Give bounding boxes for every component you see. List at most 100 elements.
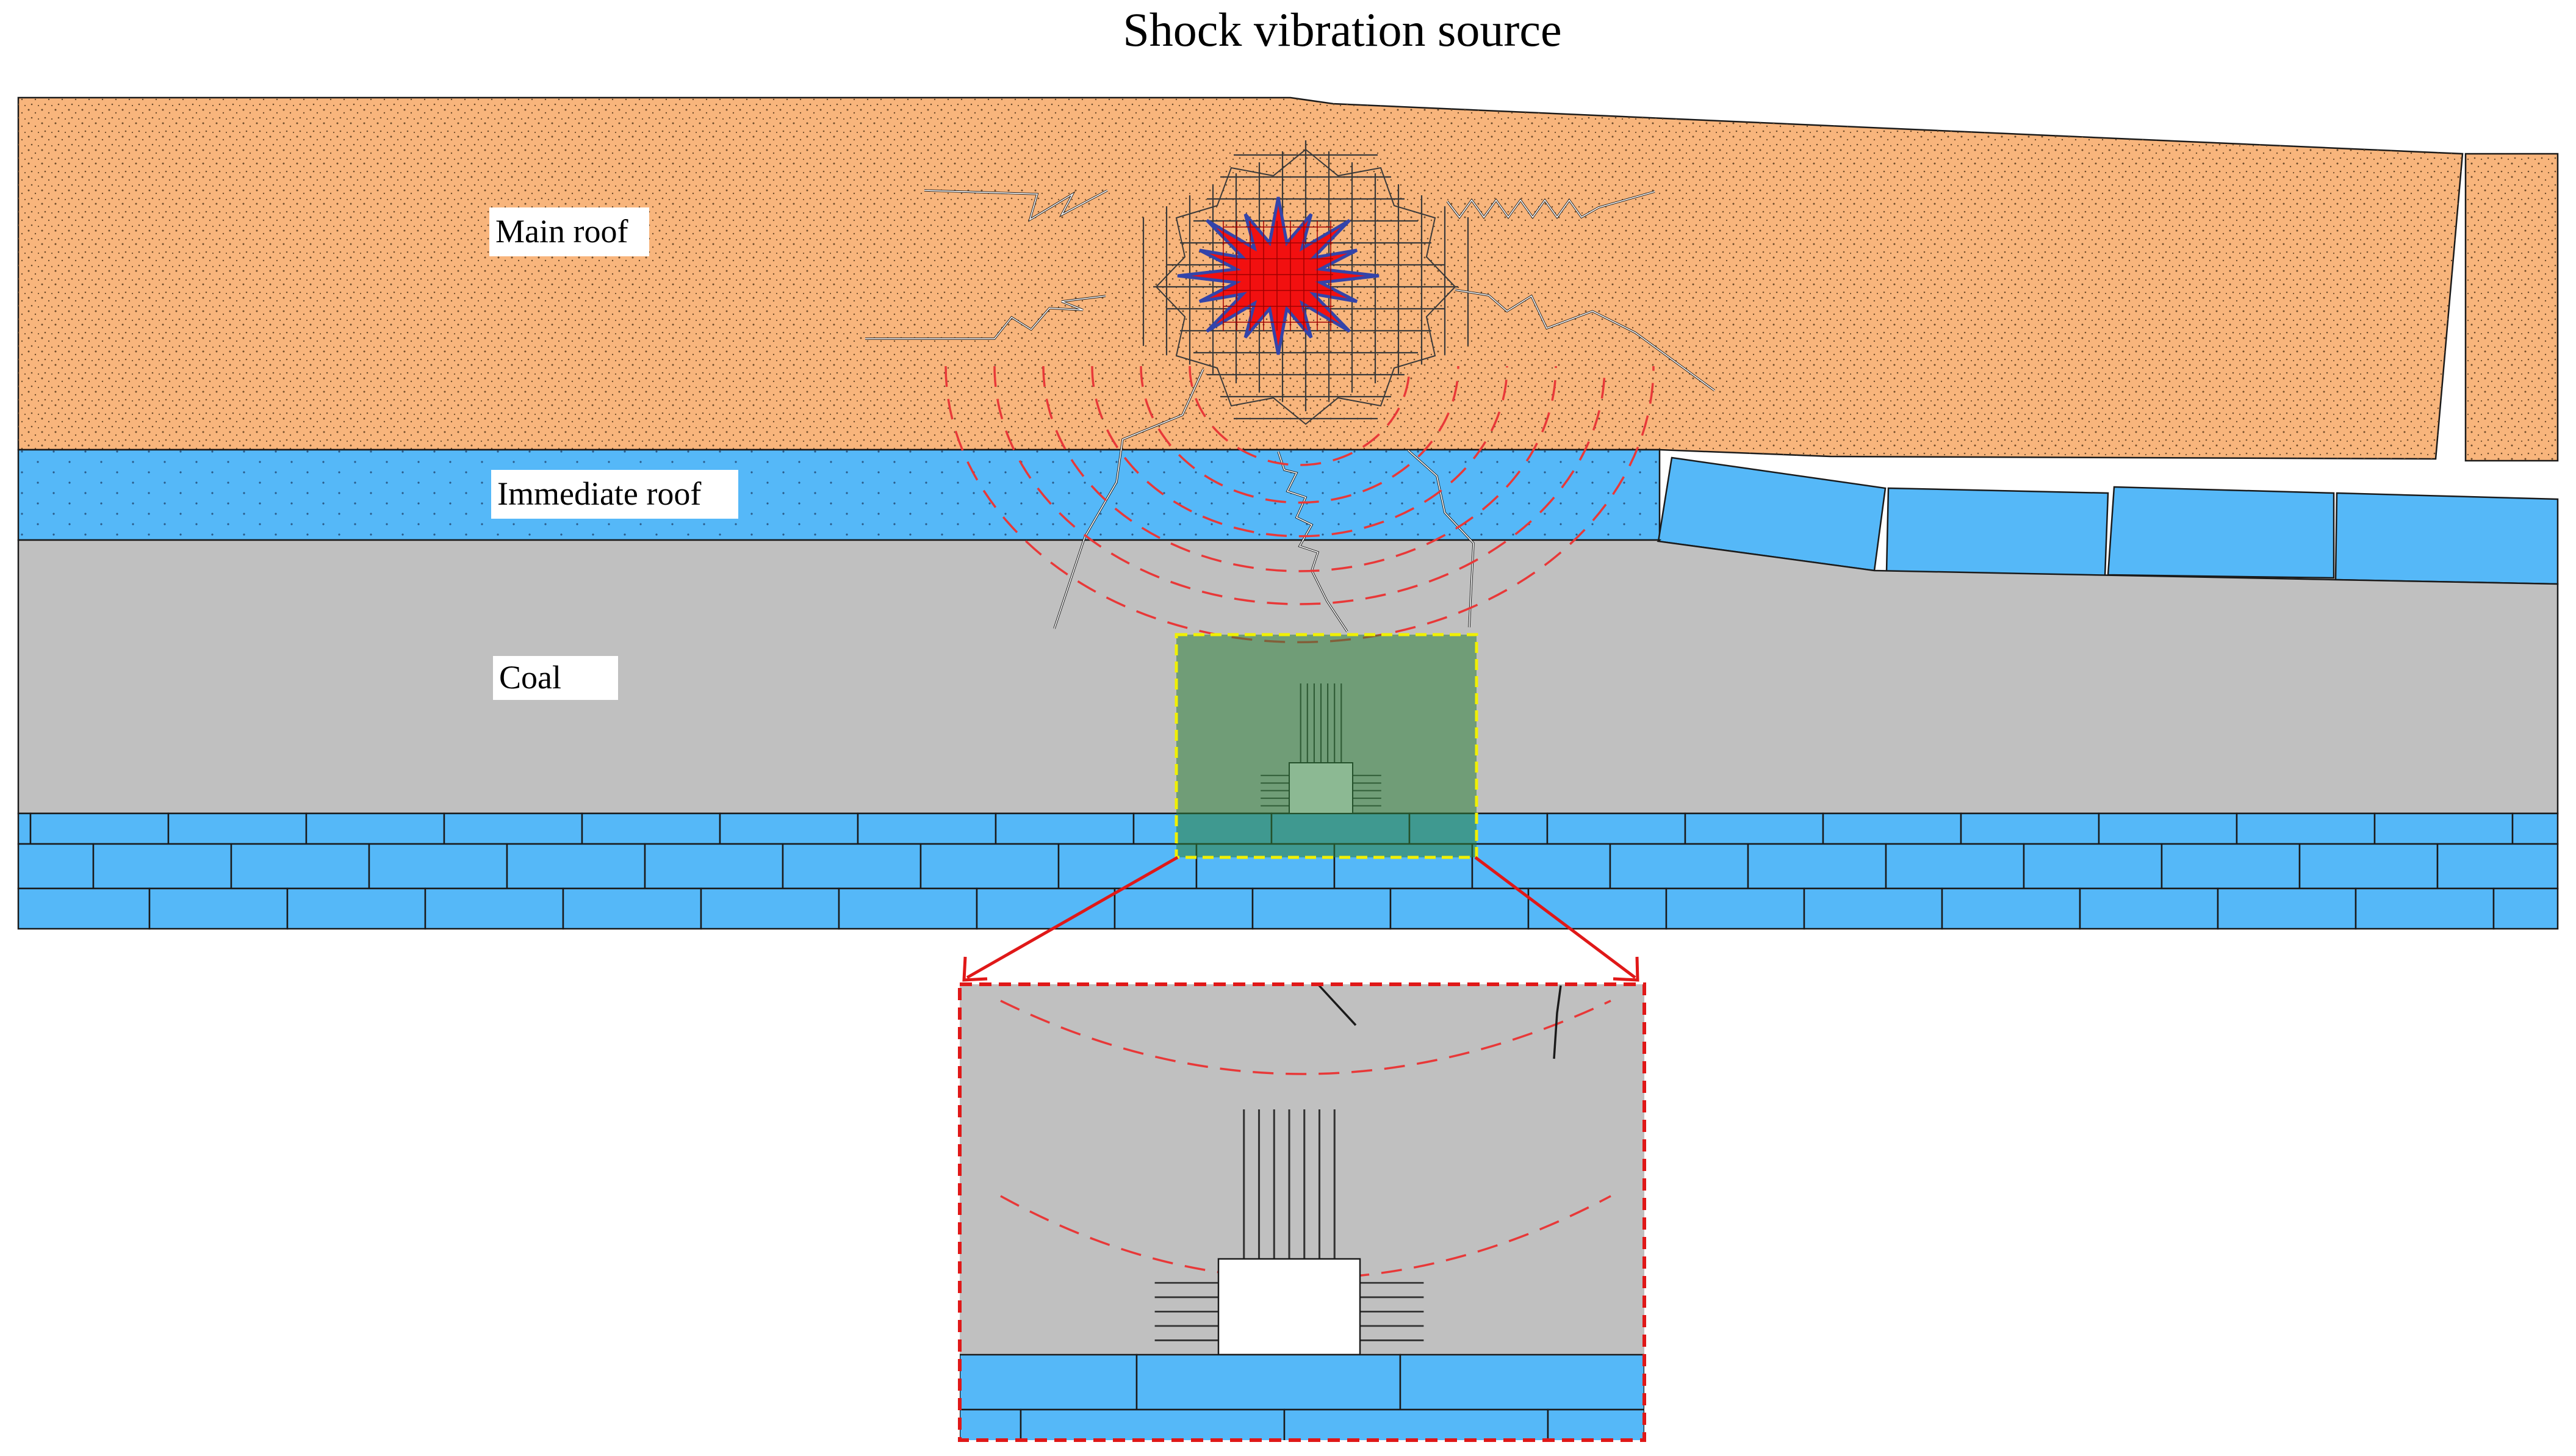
floor-brick <box>719 812 859 845</box>
floor-brick <box>2511 812 2559 845</box>
floor-brick <box>995 812 1135 845</box>
floor-brick <box>2355 887 2495 930</box>
floor-brick <box>2079 887 2219 930</box>
highlight-box <box>1175 633 1478 859</box>
floor-brick <box>17 812 32 845</box>
floor-brick <box>2492 887 2559 930</box>
floor-brick <box>1251 887 1392 930</box>
floor-brick <box>1114 887 1254 930</box>
floor-brick <box>1822 812 1962 845</box>
zoom-arrow-icon <box>962 856 1639 982</box>
immediate-roof-fallen-block <box>1885 487 2109 577</box>
floor-brick <box>1135 1353 1401 1411</box>
crack-highlight <box>1408 450 1474 628</box>
floor-brick <box>1057 843 1198 890</box>
roadway-opening-zoom <box>1217 1258 1361 1356</box>
floor-brick <box>1885 843 2025 890</box>
zoom-crack <box>1553 985 1562 1059</box>
floor-brick <box>148 887 289 930</box>
label-coal: Coal <box>493 656 618 700</box>
explosion-star <box>1177 196 1380 355</box>
floor-brick <box>1665 887 1805 930</box>
floor-brick <box>976 887 1116 930</box>
diagram-title: Shock vibration source <box>1123 3 1561 56</box>
zoom-floor-bricks <box>960 1353 1644 1440</box>
crack-highlight <box>1455 289 1715 391</box>
label-immediate-roof: Immediate roof <box>491 470 738 519</box>
label-coal-text: Coal <box>499 659 561 696</box>
floor-brick <box>919 843 1060 890</box>
main-roof-broken-block-texture <box>2466 154 2558 461</box>
label-main-roof-text: Main roof <box>495 213 628 250</box>
label-immediate-roof-text: Immediate roof <box>497 475 701 512</box>
floor-brick <box>305 812 445 845</box>
floor-brick <box>1527 887 1668 930</box>
zoom-view <box>958 982 1646 1442</box>
zoom-crack <box>1318 984 1357 1026</box>
floor-brick <box>167 812 308 845</box>
floor-brick <box>960 1353 1138 1411</box>
immediate-roof-fallen-block <box>2334 492 2559 585</box>
floor-brick <box>2236 812 2376 845</box>
immediate-roof-texture <box>18 450 1660 540</box>
floor-brick <box>230 843 370 890</box>
floor-brick <box>857 812 997 845</box>
seismic-wave <box>1140 366 1459 504</box>
fracture-zone-outline <box>1155 148 1456 425</box>
crack-highlight <box>924 190 1108 221</box>
floor-brick <box>443 812 583 845</box>
label-main-roof: Main roof <box>489 207 649 256</box>
seismic-wave <box>1189 366 1411 466</box>
floor-brick <box>838 887 978 930</box>
zoom-wave <box>1000 1000 1611 1075</box>
floor-brick <box>1399 1353 1644 1411</box>
floor-bricks <box>17 812 2559 930</box>
seismic-wave <box>1091 366 1508 538</box>
floor-brick <box>562 887 702 930</box>
floor-brick <box>2373 812 2514 845</box>
floor-brick <box>1389 887 1530 930</box>
zoom-frame <box>958 982 1646 1442</box>
floor-brick <box>2023 843 2163 890</box>
floor-brick <box>1803 887 1943 930</box>
floor-brick <box>1941 887 2081 930</box>
floor-brick <box>1471 843 1611 890</box>
floor-brick <box>1283 1408 1549 1440</box>
seismic-wave <box>993 366 1606 605</box>
crack-highlight <box>1054 369 1204 629</box>
floor-brick <box>1747 843 1887 890</box>
floor-brick <box>286 887 426 930</box>
crack-highlight <box>1278 451 1348 632</box>
floor-brick <box>1609 843 1749 890</box>
explosion-brick-pattern <box>1223 221 1333 331</box>
floor-brick <box>1960 812 2100 845</box>
floor-brick <box>644 843 784 890</box>
floor-brick <box>17 887 151 930</box>
floor-brick <box>2436 843 2559 890</box>
floor-brick <box>92 843 232 890</box>
roof-bolts-zoom <box>1154 1109 1424 1341</box>
floor-brick <box>2217 887 2357 930</box>
floor-brick <box>581 812 721 845</box>
floor-brick <box>1547 1408 1644 1440</box>
floor-brick <box>506 843 646 890</box>
floor-brick <box>782 843 922 890</box>
floor-brick <box>29 812 170 845</box>
floor-brick <box>2298 843 2439 890</box>
floor-brick <box>700 887 840 930</box>
floor-brick <box>1684 812 1824 845</box>
immediate-roof-layer <box>17 449 2559 585</box>
immediate-roof-fallen-block <box>2107 486 2335 579</box>
floor-brick <box>368 843 508 890</box>
explosion-icon <box>1177 196 1380 355</box>
crack-highlight <box>1447 191 1655 218</box>
floor-brick <box>17 843 95 890</box>
crack-highlight <box>865 295 1106 339</box>
floor-brick <box>2160 843 2301 890</box>
crack-lines <box>865 189 1716 632</box>
floor-brick <box>424 887 564 930</box>
seismic-wave <box>1042 366 1557 572</box>
floor-brick <box>2098 812 2238 845</box>
floor-brick <box>1546 812 1686 845</box>
